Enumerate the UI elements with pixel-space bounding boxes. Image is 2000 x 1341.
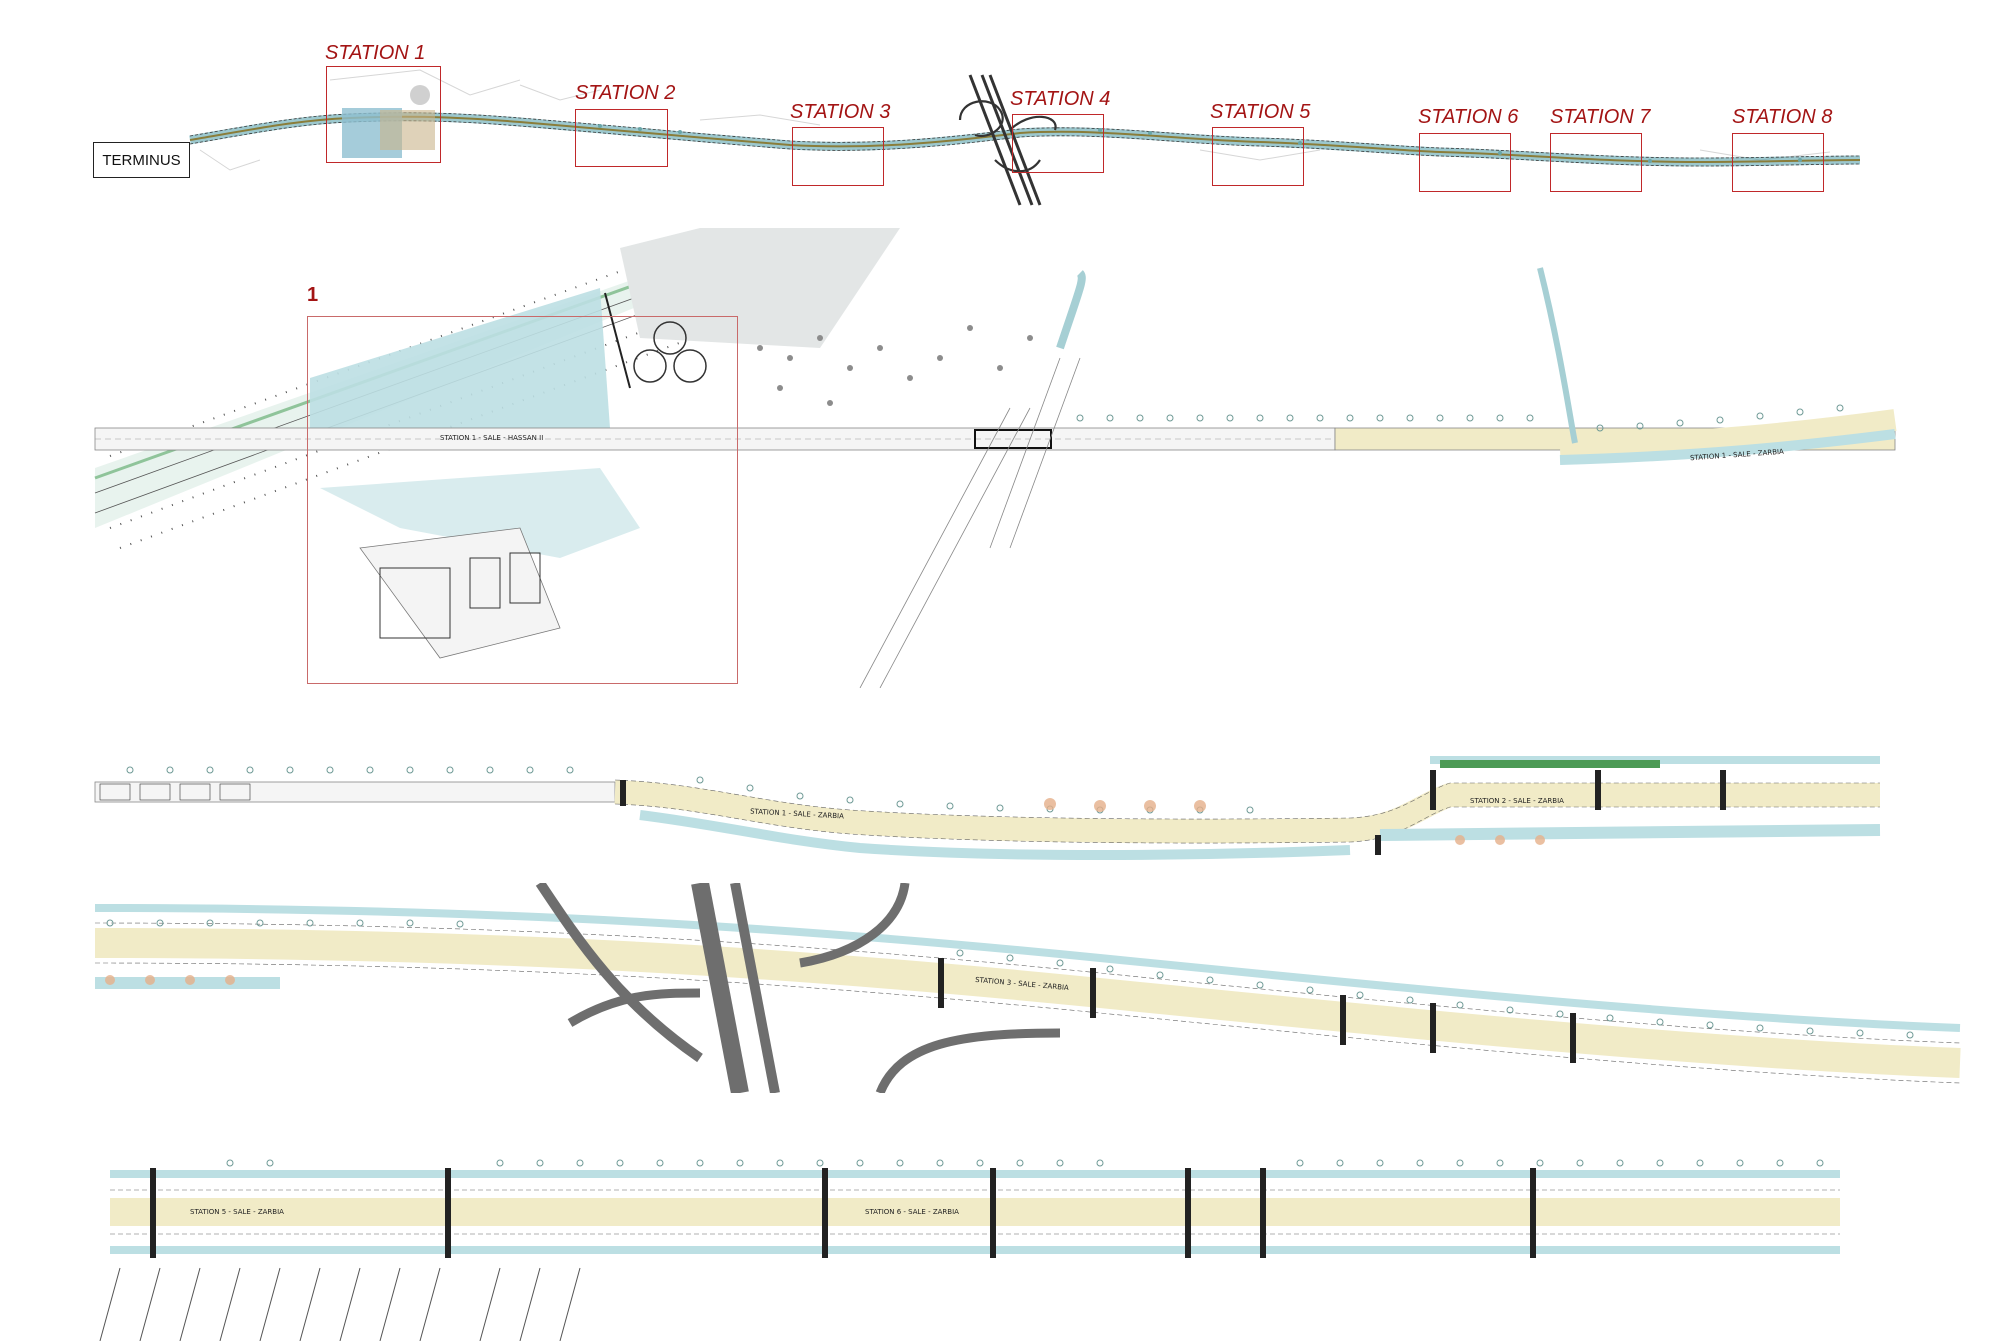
site-plan-station-1 (94, 228, 1897, 688)
station-8-label: STATION 8 (1732, 106, 1833, 128)
station-8-box (1732, 133, 1824, 192)
terminus-label: TERMINUS (93, 142, 190, 178)
station-3-label: STATION 3 (790, 101, 891, 123)
station-2-label: STATION 2 (575, 82, 676, 104)
corridor-plan-3 (94, 883, 1961, 1093)
overview-strip: TERMINUS STATION 1 STATION 2 STATION 3 S… (0, 0, 2000, 210)
station-4-label: STATION 4 (1010, 88, 1111, 110)
station-7-box (1550, 133, 1642, 192)
station-6-label: STATION 6 (1418, 106, 1519, 128)
station-2-label-plan: STATION 2 - SALE - ZARBIA (1470, 797, 1564, 805)
detail-number: 1 (307, 284, 319, 306)
corridor-plan-2 (94, 756, 1881, 860)
station-3-box (792, 127, 884, 186)
station-5-label-plan: STATION 5 - SALE - ZARBIA (190, 1208, 284, 1216)
station-2-box (575, 109, 668, 167)
plan-panel-4: STATION 5 - SALE - ZARBIA STATION 6 - SA… (0, 1128, 2000, 1341)
station-6-label-plan: STATION 6 - SALE - ZARBIA (865, 1208, 959, 1216)
station-5-label: STATION 5 (1210, 101, 1311, 123)
station-1-hassan-label: STATION 1 - SALE - HASSAN II (440, 434, 544, 442)
overview-route-map (189, 69, 1861, 206)
plan-panel-1: STATION 1 - SALE - HASSAN II STATION 1 -… (0, 228, 2000, 688)
detail-box (307, 316, 738, 684)
station-4-box (1012, 114, 1104, 173)
station-1-box (326, 66, 441, 163)
plan-panel-3: STATION 3 - SALE - ZARBIA (0, 883, 2000, 1093)
station-7-label: STATION 7 (1550, 106, 1651, 128)
plan-panel-2: STATION 1 - SALE - ZARBIA STATION 2 - SA… (0, 700, 2000, 890)
corridor-plan-4 (99, 1159, 1840, 1341)
station-1-label: STATION 1 (325, 42, 426, 64)
station-5-box (1212, 127, 1304, 186)
station-6-box (1419, 133, 1511, 192)
